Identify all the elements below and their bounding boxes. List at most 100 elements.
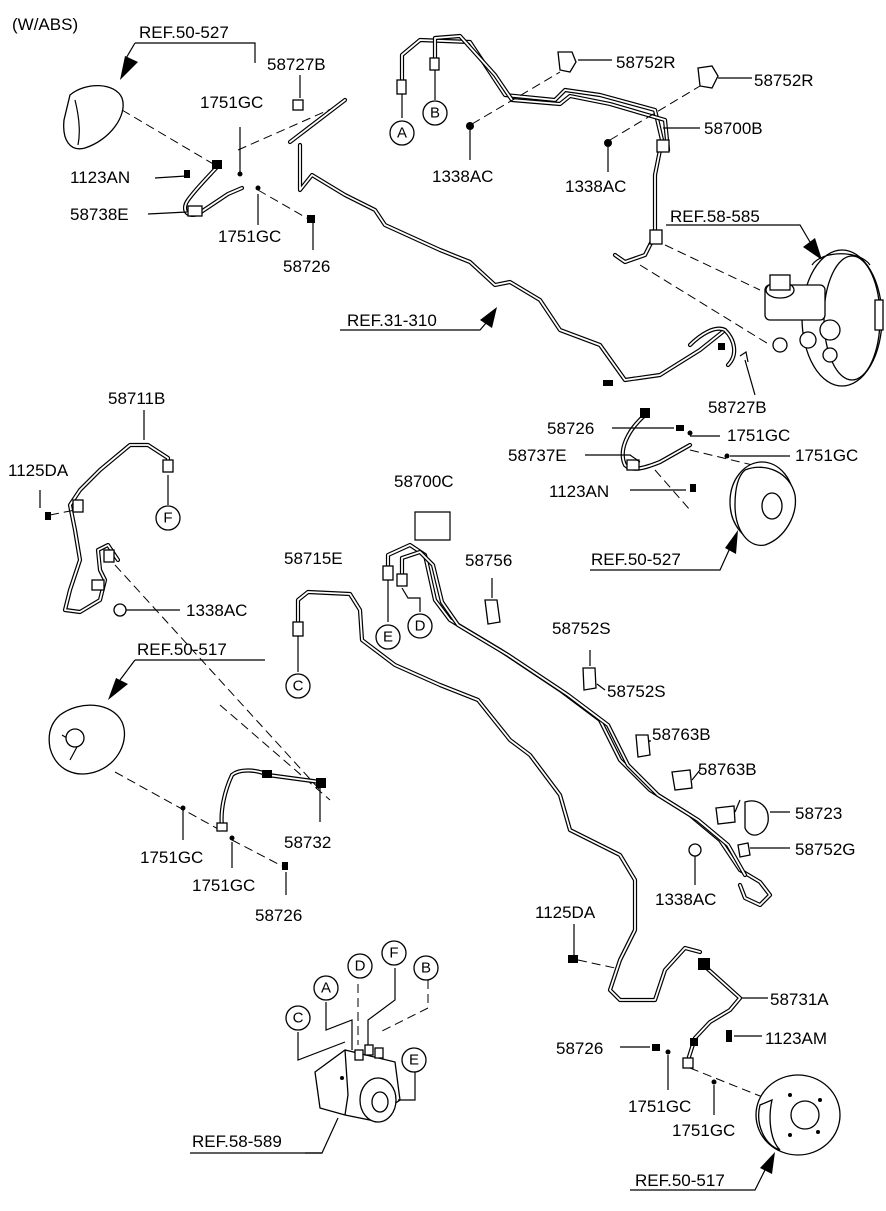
label-1751GC-c: 1751GC [727, 426, 790, 445]
rear-left-disc-shield [48, 704, 126, 775]
nut-1338AC-b [604, 139, 612, 147]
label-58700C: 58700C [394, 472, 454, 491]
label-58700B: 58700B [704, 119, 763, 138]
label-1123AM: 1123AM [765, 1029, 827, 1048]
label-1751GC-d: 1751GC [795, 446, 858, 465]
label-58727B-mid: 58727B [708, 398, 767, 417]
label-58726-left: 58726 [255, 906, 302, 925]
bolt-58726-top [307, 215, 315, 223]
clip-58763B-b [715, 805, 736, 825]
label-1338AC-right: 1338AC [655, 890, 716, 909]
upper-pipe-bundle [396, 33, 671, 265]
clip-58752R-a [557, 51, 577, 73]
clip-58763B-a [671, 769, 693, 791]
label-58752S-a: 58752S [552, 619, 611, 638]
svg-text:F: F [163, 510, 172, 527]
front-left-disc-shield [63, 84, 124, 150]
label-58715E: 58715E [284, 549, 343, 568]
connector-a-hcu: A [313, 975, 339, 1001]
label-1751GC-h: 1751GC [672, 1121, 735, 1140]
svg-text:E: E [409, 1052, 419, 1069]
label-58711B: 58711B [108, 389, 165, 408]
label-1751GC-b: 1751GC [218, 227, 281, 246]
svg-text:A: A [321, 980, 331, 997]
label-58726-bottom: 58726 [556, 1039, 603, 1058]
long-rear-pipe-58715E [292, 589, 703, 1003]
master-cylinder-booster [764, 249, 884, 387]
svg-text:B: B [421, 960, 431, 977]
front-right-hose [620, 326, 737, 492]
label-58738E: 58738E [70, 205, 129, 224]
front-right-disc-shield [729, 461, 797, 546]
svg-text:F: F [389, 945, 398, 962]
label-58756: 58756 [465, 551, 512, 570]
label-1125DA-right: 1125DA [535, 903, 596, 922]
label-1338AC-b: 1338AC [565, 177, 626, 196]
connector-d-hcu: D [347, 953, 373, 979]
connector-e-hcu: E [401, 1047, 427, 1073]
bolt-1123AM [726, 1030, 732, 1042]
connector-b-top: B [422, 100, 448, 126]
label-58732: 58732 [284, 833, 331, 852]
label-58723: 58723 [795, 804, 842, 823]
main-brake-line [287, 97, 728, 386]
svg-text:B: B [430, 105, 440, 122]
label-1751GC-a: 1751GC [200, 93, 263, 112]
label-1123AN-mid: 1123AN [549, 482, 609, 501]
connector-e-mid: E [375, 624, 401, 650]
ref-50-527-top: REF.50-527 [139, 23, 229, 42]
ref-31-310: REF.31-310 [347, 311, 437, 330]
label-1751GC-f: 1751GC [192, 876, 255, 895]
rear-right-hose-58731A [682, 958, 743, 1069]
label-58731A: 58731A [770, 990, 829, 1009]
bolt-58726-bottom [652, 1044, 660, 1051]
clip-58752S-b [635, 734, 651, 758]
nut-1338AC-a [466, 122, 474, 130]
svg-text:C: C [293, 678, 304, 695]
label-1125DA-left: 1125DA [8, 461, 69, 480]
label-58737E: 58737E [508, 446, 567, 465]
svg-text:C: C [293, 1010, 304, 1027]
rear-right-disc-shield [755, 1074, 841, 1156]
dual-rear-pipe-58700C [382, 542, 773, 908]
label-1338AC-a: 1338AC [432, 167, 493, 186]
ref-50-517-left: REF.50-517 [137, 640, 227, 659]
connector-c-mid: C [285, 673, 311, 699]
connector-d-mid: D [407, 613, 433, 639]
label-58727B-top: 58727B [267, 55, 326, 74]
label-58763B-b: 58763B [698, 760, 757, 779]
clip-58727B-top [292, 99, 304, 111]
bolt-1125DA-right [568, 955, 578, 963]
ref-50-517-bottom: REF.50-517 [635, 1171, 725, 1190]
clip-58752R-b [697, 65, 719, 89]
svg-text:D: D [415, 618, 426, 635]
ref-50-527-mid: REF.50-527 [591, 550, 681, 569]
connector-b-hcu: B [413, 955, 439, 981]
rear-left-hose-58732 [216, 768, 326, 832]
label-58763B-a: 58763B [652, 725, 711, 744]
label-58752S-b: 58752S [607, 682, 666, 701]
svg-text:A: A [397, 125, 407, 142]
bolt-1125DA-left [45, 512, 51, 520]
abs-hydraulic-unit [314, 1044, 401, 1123]
label-58752R-a: 58752R [616, 53, 676, 72]
sensor-58723 [744, 800, 769, 836]
connector-c-hcu: C [285, 1005, 311, 1031]
connector-a-top: A [389, 120, 415, 146]
label-58752R-b: 58752R [754, 71, 814, 90]
label-58752G: 58752G [795, 840, 856, 859]
front-left-hose [183, 160, 261, 217]
label-1751GC-e: 1751GC [140, 848, 203, 867]
connector-f-left: F [155, 505, 181, 531]
label-1751GC-g: 1751GC [628, 1097, 691, 1116]
variant-label: (W/ABS) [12, 15, 78, 34]
clip-58752S-a [582, 667, 597, 691]
nut-1338AC-left [113, 603, 127, 617]
label-1338AC-left: 1338AC [186, 601, 247, 620]
label-1123AN-top: 1123AN [70, 168, 130, 187]
nut-1338AC-right [688, 843, 702, 857]
label-58726-top: 58726 [283, 257, 330, 276]
clip-58752G [737, 842, 751, 858]
bolt-58726-left [282, 862, 288, 870]
